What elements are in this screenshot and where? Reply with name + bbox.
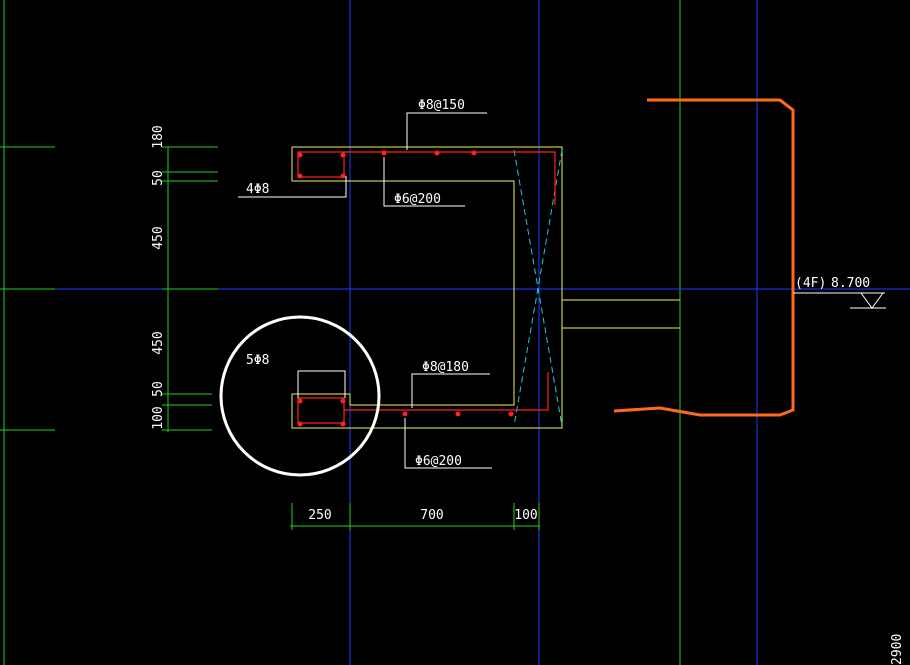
horizontal-dimension-chain bbox=[290, 503, 540, 530]
web-cross-marks bbox=[513, 149, 563, 427]
dim-text-v-2: 50 bbox=[151, 170, 166, 186]
dim-text-h-3: 100 bbox=[514, 508, 537, 523]
label-top-stirrup: Φ6@200 bbox=[394, 192, 441, 207]
label-top-longitudinal: Φ8@150 bbox=[418, 98, 465, 113]
dim-text-v-5: 50 bbox=[151, 381, 166, 397]
rebar-cage bbox=[297, 151, 556, 424]
label-bottom-stirrup: Φ6@200 bbox=[415, 454, 462, 469]
vertical-dimension-chain bbox=[162, 146, 218, 432]
elevation-triangle-icon bbox=[793, 292, 886, 309]
dim-text-v-3: 450 bbox=[151, 226, 166, 249]
label-bottom-corner-bars: 5Φ8 bbox=[246, 353, 269, 368]
highlight-circle-icon bbox=[219, 315, 381, 477]
left-grid-ticks bbox=[0, 146, 55, 431]
label-top-corner-bars: 4Φ8 bbox=[246, 182, 269, 197]
slab-outline bbox=[613, 98, 795, 417]
rebar-dots bbox=[297, 150, 514, 427]
section-outline bbox=[291, 146, 680, 429]
elevation-level: (4F) bbox=[795, 276, 826, 291]
dim-text-v-1: 180 bbox=[151, 125, 166, 148]
edge-text: 2900 bbox=[890, 634, 905, 665]
dim-text-v-4: 450 bbox=[151, 331, 166, 354]
elevation-value: 8.700 bbox=[831, 276, 870, 291]
dim-text-v-6: 100 bbox=[151, 406, 166, 429]
label-bottom-longitudinal: Φ8@180 bbox=[422, 360, 469, 375]
dim-text-h-2: 700 bbox=[420, 508, 443, 523]
dim-text-h-1: 250 bbox=[308, 508, 331, 523]
leader-lines bbox=[238, 112, 492, 469]
